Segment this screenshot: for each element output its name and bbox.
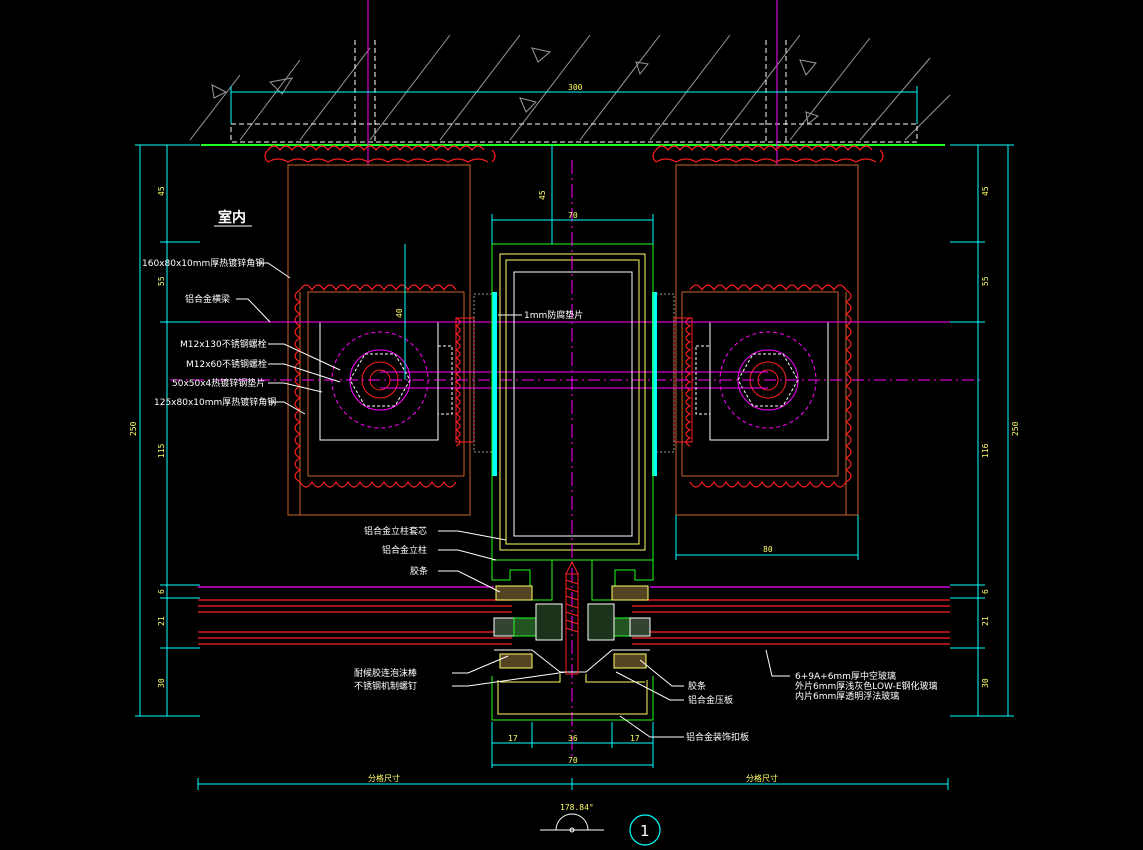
label-mullion-core: 铝合金立柱套芯 [364,525,427,537]
dim-text: 55 [981,276,990,286]
dim-text: 17 [508,734,518,743]
dim-text: 36 [568,734,578,743]
washer-plate-right [709,321,829,441]
dimension-80 [675,515,859,560]
dimension-bottom [197,722,949,790]
dim-text: 21 [157,616,166,626]
dim-text: 80 [763,545,773,554]
nut-stack-left [437,293,493,453]
steel-angle-right [675,164,859,516]
anticorrosion-pad-right [652,292,657,476]
steel-angle-left [287,164,471,516]
weld-bracket-right [685,284,852,488]
glass-panels [198,586,950,645]
label-bolt-m12x60: M12x60不锈钢螺栓 [186,358,267,370]
gaskets [493,585,651,673]
dim-text: 分格尺寸 [368,773,400,783]
stainless-screw [565,560,579,675]
leader-lines [236,262,790,738]
label-weather-sealant: 耐候胶连泡沫棒 [354,667,417,679]
dim-text: 45 [981,186,990,196]
nut-stack-right [655,293,711,453]
label-mullion: 铝合金立柱 [382,544,427,556]
dim-text: 6 [157,589,166,594]
label-pressure-plate: 铝合金压板 [688,694,733,706]
dim-text: 6 [981,589,990,594]
dim-text: 分格尺寸 [746,773,778,783]
label-machine-screw: 不锈钢机制螺钉 [354,680,417,692]
dim-text: 55 [157,276,166,286]
weld-top-left [264,145,496,163]
label-anticorrosion-pad: 1mm防腐垫片 [524,309,583,321]
dimension-mullion-top [491,145,654,244]
dim-text: 45 [157,186,166,196]
dim-text: 250 [129,421,138,436]
label-aluminum-beam: 铝合金横梁 [185,293,230,305]
label-glass-outer: 外片6mm厚浅灰色LOW-E钢化玻璃 [795,680,938,692]
cover-plate [491,674,654,721]
dim-text: 115 [157,443,166,458]
detail-number: 1 [640,822,650,840]
dim-text: 40 [395,308,404,318]
dim-text: 21 [981,616,990,626]
concrete-slab [189,34,951,141]
dim-text: 250 [1011,421,1020,436]
label-steel-washer: 50x50x4热镀锌钢垫片 [172,377,265,389]
label-glass-inner: 内片6mm厚透明浮法玻璃 [795,690,899,702]
label-angle-160: 160x80x10mm厚热镀锌角钢 [142,257,264,269]
through-bolt [380,371,768,389]
dimension-chain-left [135,144,406,717]
embed-plate [230,40,918,143]
dimension-chain-right [950,144,1014,717]
dim-text: 45 [538,190,547,200]
label-angle-125: 125x80x10mm厚热镀锌角钢 [154,396,276,408]
label-cover-cap: 铝合金装饰扣板 [686,731,749,743]
dim-text: 116 [981,443,990,458]
anticorrosion-pad-left [492,292,497,476]
detail-bubble [629,814,661,846]
room-label: 室内 [218,209,246,226]
label-bolt-m12x130: M12x130不锈钢螺栓 [180,338,267,350]
label-gasket-right: 胶条 [688,680,706,692]
label-gasket-left: 胶条 [410,565,428,577]
angle-text: 178.84° [560,803,594,812]
dim-text: 70 [568,211,578,220]
angle-arc [540,813,604,833]
dimension-300 [230,86,918,124]
weld-top-right [652,145,884,163]
dim-text: 300 [568,83,583,92]
label-glass-spec: 6+9A+6mm厚中空玻璃 [795,670,896,682]
dim-text: 17 [630,734,640,743]
dim-text: 30 [157,678,166,688]
dim-text: 70 [568,756,578,765]
dim-text: 30 [981,678,990,688]
